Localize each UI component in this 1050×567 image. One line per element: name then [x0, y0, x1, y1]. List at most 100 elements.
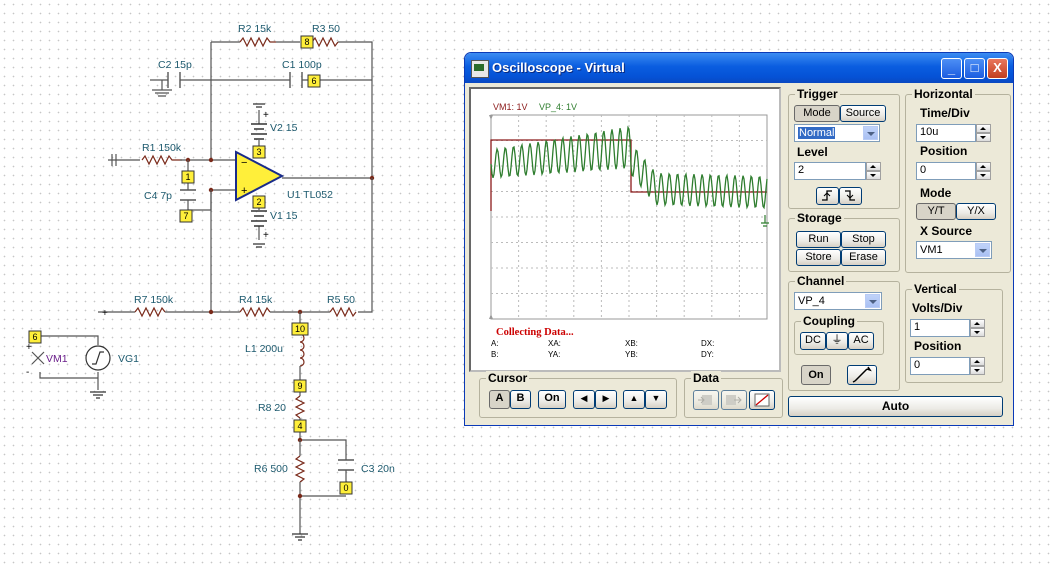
label-r5: R5 50: [327, 294, 355, 306]
storage-group: Storage Run Stop Store Erase: [788, 211, 900, 272]
auto-button[interactable]: Auto: [788, 396, 1003, 417]
label-v1: V1 15: [270, 210, 298, 222]
cursor-left-button[interactable]: ◀: [573, 390, 595, 409]
inductor-l1[interactable]: [299, 333, 305, 367]
capacitor-c3[interactable]: [338, 459, 354, 471]
svg-text:0: 0: [343, 483, 348, 493]
opamp-u1[interactable]: [235, 150, 285, 202]
time-div-spinner[interactable]: [976, 124, 991, 142]
minimize-button[interactable]: _: [941, 58, 962, 79]
label-r2: R2 15k: [238, 23, 272, 35]
volts-div-spinner[interactable]: [970, 319, 985, 337]
svg-text:4: 4: [297, 421, 302, 431]
trigger-mode-button[interactable]: Mode: [794, 105, 840, 122]
svg-text:+: +: [263, 230, 269, 241]
node-2: 2: [252, 195, 266, 209]
cursor-on-button[interactable]: On: [538, 390, 566, 409]
mode-yx-button[interactable]: Y/X: [956, 203, 996, 220]
resistor-r6[interactable]: [294, 455, 306, 483]
storage-erase-button[interactable]: Erase: [841, 249, 886, 266]
chevron-down-icon: [975, 243, 990, 257]
node-1: 1: [181, 170, 195, 184]
label-r4: R4 15k: [239, 294, 273, 306]
svg-text:+: +: [263, 110, 269, 121]
trigger-level-spinner[interactable]: [866, 162, 881, 180]
coupling-ground-button[interactable]: ⏚: [826, 332, 848, 350]
cursor-down-button[interactable]: ▼: [645, 390, 667, 409]
channel-probe-button[interactable]: [847, 365, 877, 385]
volts-div-input[interactable]: 1: [910, 319, 970, 337]
legend-vp4: VP_4: 1V: [539, 102, 577, 112]
resistor-r1[interactable]: [141, 154, 182, 166]
label-r1: R1 150k: [142, 142, 182, 154]
node-7: 7: [179, 209, 193, 223]
trigger-source-button[interactable]: Source: [840, 105, 886, 122]
label-r6: R6 500: [254, 463, 288, 475]
label-r8: R8 20: [258, 402, 286, 414]
cursor-a-button[interactable]: A: [489, 390, 510, 409]
svg-text:-: -: [26, 367, 29, 378]
label-r7: R7 150k: [134, 294, 174, 306]
h-position-input[interactable]: 0: [916, 162, 976, 180]
trace-vp4: [490, 125, 768, 210]
cursor-b-button[interactable]: B: [510, 390, 531, 409]
label-v2: V2 15: [270, 122, 298, 134]
channel-select[interactable]: VP_4: [794, 292, 882, 310]
capacitor-c4[interactable]: [180, 189, 196, 201]
resistor-r8[interactable]: [294, 395, 306, 419]
cursor-up-button[interactable]: ▲: [623, 390, 645, 409]
close-button[interactable]: X: [987, 58, 1008, 79]
node-3: 3: [252, 145, 266, 159]
label-c1: C1 100p: [282, 59, 322, 71]
title-bar[interactable]: Oscilloscope - Virtual _ □ X: [465, 53, 1013, 83]
svg-text:DX:: DX:: [701, 339, 714, 348]
v-position-input[interactable]: 0: [910, 357, 970, 375]
maximize-button[interactable]: □: [964, 58, 985, 79]
resistor-r2[interactable]: [239, 36, 276, 48]
status-text: Collecting Data...: [496, 327, 574, 338]
svg-text:XB:: XB:: [625, 339, 638, 348]
capacitor-c2[interactable]: [167, 72, 181, 88]
data-plot-button[interactable]: [749, 390, 775, 410]
trigger-marker-icon: [489, 115, 493, 120]
resistor-r7[interactable]: [134, 306, 166, 318]
h-position-spinner[interactable]: [976, 162, 991, 180]
coupling-ac-button[interactable]: AC: [848, 332, 874, 350]
data-export-button[interactable]: [721, 390, 747, 410]
trigger-level-input[interactable]: 2: [794, 162, 866, 180]
trace-vm1: [490, 139, 767, 211]
mode-yt-button[interactable]: Y/T: [916, 203, 956, 220]
svg-text:7: 7: [183, 211, 188, 221]
resistor-r3[interactable]: [311, 36, 339, 48]
storage-store-button[interactable]: Store: [796, 249, 841, 266]
trigger-group: Trigger Mode Source Normal Level 2: [788, 87, 900, 209]
label-r3: R3 50: [312, 23, 340, 35]
channel-on-button[interactable]: On: [801, 365, 831, 385]
resistor-r4[interactable]: [239, 306, 271, 318]
data-import-button[interactable]: [693, 390, 719, 410]
trigger-falling-edge-button[interactable]: [839, 187, 862, 205]
label-c2: C2 15p: [158, 59, 192, 71]
storage-stop-button[interactable]: Stop: [841, 231, 886, 248]
cursor-right-button[interactable]: ▶: [595, 390, 617, 409]
time-div-input[interactable]: 10u: [916, 124, 976, 142]
coupling-dc-button[interactable]: DC: [800, 332, 826, 350]
svg-text:−: −: [241, 157, 247, 169]
trigger-rising-edge-button[interactable]: [816, 187, 839, 205]
storage-run-button[interactable]: Run: [796, 231, 841, 248]
resistor-r5[interactable]: [329, 306, 357, 318]
voltmeter-vm1[interactable]: [31, 351, 45, 365]
capacitor-c1[interactable]: [289, 72, 303, 88]
v-position-spinner[interactable]: [970, 357, 985, 375]
node-4: 4: [293, 419, 307, 433]
data-group: Data: [684, 371, 783, 418]
ground-marker-icon: [761, 215, 769, 227]
trigger-mode-select[interactable]: Normal: [794, 124, 880, 142]
oscilloscope-app-icon: [471, 60, 489, 78]
window-title: Oscilloscope - Virtual: [492, 60, 625, 75]
svg-text:1: 1: [185, 172, 190, 182]
xsource-select[interactable]: VM1: [916, 241, 992, 259]
scope-display: VM1: 1V VP_4: 1V Collecting Data... A: B…: [489, 102, 769, 359]
scope-screen[interactable]: VM1: 1V VP_4: 1V Collecting Data... A: B…: [469, 87, 781, 372]
svg-text:YA:: YA:: [548, 350, 560, 359]
